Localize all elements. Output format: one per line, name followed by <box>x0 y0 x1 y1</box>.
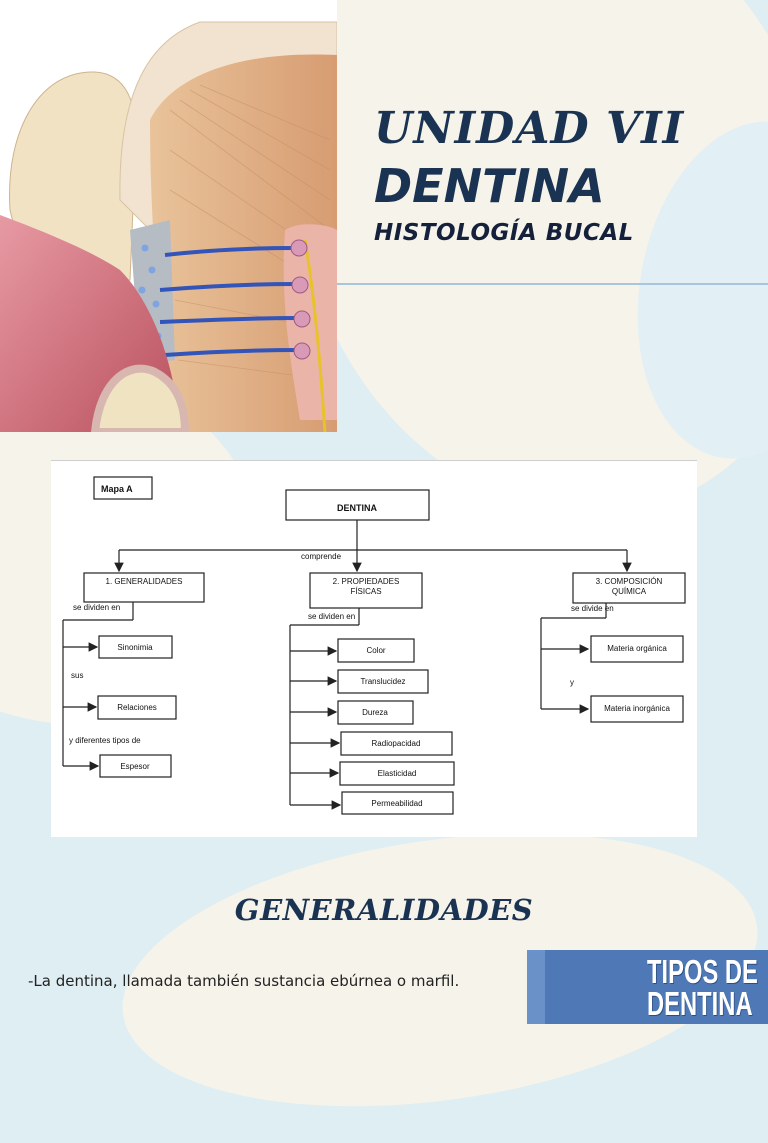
tooth-cross-section-illustration <box>0 0 337 432</box>
thumbnail-text: TIPOS DE DENTINA <box>647 953 758 1022</box>
topic-title: DENTINA <box>374 159 605 213</box>
branch-title: 2. PROPIEDADES <box>333 577 400 586</box>
item-box <box>341 791 454 815</box>
item-label: Materia orgánica <box>607 644 667 653</box>
root-label: DENTINA <box>337 503 377 513</box>
title-block: UNIDAD VII DENTINA HISTOLOGÍA BUCAL <box>374 100 754 246</box>
branch-connector: se dividen en <box>73 603 120 612</box>
branch-title: 1. GENERALIDADES <box>106 577 183 586</box>
item-label: Espesor <box>120 762 150 771</box>
item-box <box>337 638 415 663</box>
item-label: Color <box>366 646 385 655</box>
branch-connector: se dividen en <box>308 612 355 621</box>
branch-generalidades <box>83 572 205 603</box>
item-box <box>337 669 429 694</box>
item-box <box>97 695 177 720</box>
item-box <box>590 635 684 663</box>
item-label: Translucidez <box>360 677 405 686</box>
branch-subtitle: FÍSICAS <box>350 587 381 596</box>
divider <box>337 283 768 285</box>
item-label: Sinonimia <box>117 643 153 652</box>
item-box <box>99 754 172 778</box>
item-label: Materia inorgánica <box>604 704 670 713</box>
item-label: Relaciones <box>117 703 157 712</box>
item-label: Permeabilidad <box>371 799 422 808</box>
branch-subtitle: QUÍMICA <box>612 587 647 596</box>
course-subtitle: HISTOLOGÍA BUCAL <box>374 220 634 246</box>
branch-title: 3. COMPOSICIÓN <box>596 577 663 586</box>
branch-connector: se divide en <box>571 604 614 613</box>
branch-propiedades <box>309 572 423 609</box>
unit-title: UNIDAD VII <box>374 103 685 154</box>
dentin-types-thumbnail[interactable]: TIPOS DE DENTINA <box>527 950 768 1024</box>
section-heading: GENERALIDADES <box>234 893 534 927</box>
concept-map: Mapa A DENTINA comprende 1. GENERALIDADE… <box>51 460 697 837</box>
item-label: Dureza <box>362 708 388 717</box>
item-box <box>339 761 455 786</box>
item-label: Elasticidad <box>378 769 417 778</box>
item-box <box>337 700 414 725</box>
map-label-box <box>93 476 153 500</box>
item-box <box>340 731 453 756</box>
branch-composicion <box>572 572 686 604</box>
item-label: Radiopacidad <box>372 739 421 748</box>
between-label: y diferentes tipos de <box>69 736 141 745</box>
item-box <box>98 635 173 659</box>
map-label: Mapa A <box>101 484 133 494</box>
item-box <box>590 695 684 723</box>
root-connector-label: comprende <box>301 552 342 561</box>
intro-paragraph: -La dentina, llamada también sustancia e… <box>28 972 460 990</box>
between-label: y <box>570 678 574 687</box>
book-spine-icon <box>527 950 545 1024</box>
between-label: sus <box>71 671 83 680</box>
